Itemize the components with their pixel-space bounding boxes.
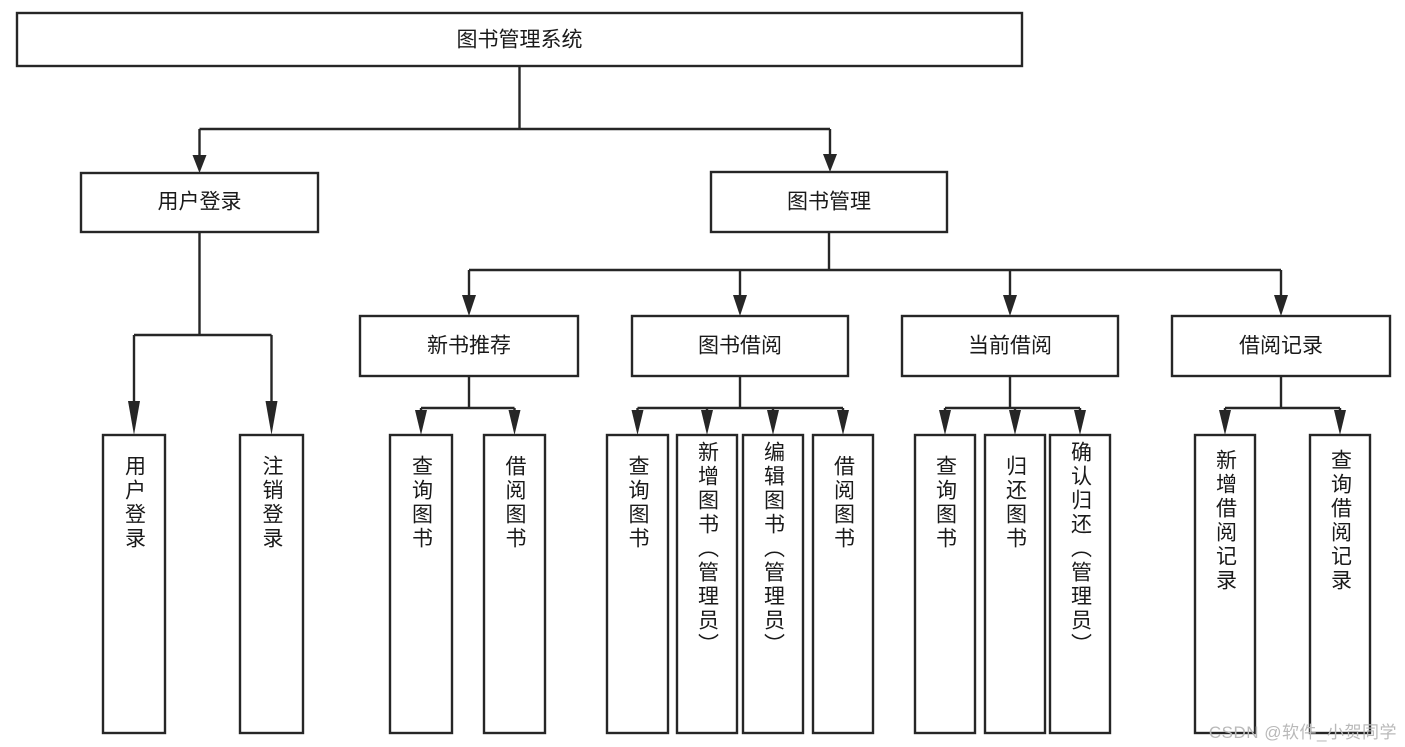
node-current-borrow-label: 当前借阅 bbox=[968, 335, 1052, 358]
node-leaf-query-book-rec-box[interactable] bbox=[388, 433, 454, 735]
arrow-head-leaf-query-book-rec bbox=[415, 410, 427, 435]
node-root-box[interactable] bbox=[15, 11, 1024, 68]
arrow-head-leaf-borrow-book-rec bbox=[508, 410, 521, 435]
node-leaf-user-login-box[interactable] bbox=[101, 433, 167, 735]
arrow-head-leaf-borrow-book bbox=[837, 410, 849, 435]
arrow-head-book-borrow bbox=[733, 295, 747, 316]
node-leaf-add-book-box[interactable] bbox=[675, 433, 739, 735]
node-user-login-box[interactable] bbox=[79, 171, 320, 234]
csdn-watermark: CSDN @软件_小贺同学 bbox=[1208, 723, 1397, 742]
arrow-head-leaf-confirm-return bbox=[1074, 410, 1086, 435]
node-leaf-query-book-bor-box[interactable] bbox=[605, 433, 670, 735]
arrow-head-leaf-add-book bbox=[701, 410, 713, 435]
node-leaf-confirm-return-box[interactable] bbox=[1048, 433, 1112, 735]
node-root-label: 图书管理系统 bbox=[457, 29, 583, 52]
node-leaf-borrow-book-box[interactable] bbox=[811, 433, 875, 735]
node-leaf-query-record-box[interactable] bbox=[1308, 433, 1372, 735]
node-book-borrow-box[interactable] bbox=[630, 314, 850, 378]
node-leaf-query-book-cur-box[interactable] bbox=[913, 433, 977, 735]
node-leaf-borrow-book-rec-box[interactable] bbox=[482, 433, 547, 735]
arrow-head-new-book-rec bbox=[462, 295, 476, 316]
node-book-borrow-label: 图书借阅 bbox=[698, 335, 782, 358]
node-leaf-edit-book-box[interactable] bbox=[741, 433, 805, 735]
node-leaf-logout-login-box[interactable] bbox=[238, 433, 305, 735]
node-book-manage-box[interactable] bbox=[709, 170, 949, 234]
arrow-head-leaf-edit-book bbox=[767, 410, 779, 435]
node-borrow-record-box[interactable] bbox=[1170, 314, 1392, 378]
arrow-head-leaf-query-book-cur bbox=[939, 410, 951, 435]
arrow-head-leaf-logout-login bbox=[265, 401, 278, 435]
node-borrow-record-label: 借阅记录 bbox=[1239, 335, 1323, 358]
node-group: 图书管理系统 用户登录 图书管理 新书推荐 图书借阅 当前借阅 借阅记录 bbox=[15, 11, 1392, 735]
node-leaf-add-record-box[interactable] bbox=[1193, 433, 1257, 735]
arrow-head-current-borrow bbox=[1003, 295, 1017, 316]
node-new-book-rec-box[interactable] bbox=[358, 314, 580, 378]
arrow-head-leaf-add-record bbox=[1219, 410, 1231, 435]
node-new-book-rec-label: 新书推荐 bbox=[427, 335, 511, 358]
node-current-borrow-box[interactable] bbox=[900, 314, 1120, 378]
node-leaf-return-book-box[interactable] bbox=[983, 433, 1047, 735]
connector-group bbox=[128, 66, 1346, 435]
node-book-manage-label: 图书管理 bbox=[787, 191, 871, 214]
arrow-head-user-login bbox=[192, 155, 207, 173]
arrow-head-book-manage bbox=[823, 154, 837, 172]
arrow-head-leaf-query-book-bor bbox=[631, 410, 644, 435]
arrow-head-leaf-return-book bbox=[1009, 410, 1021, 435]
arrow-head-leaf-query-record bbox=[1334, 410, 1346, 435]
arrow-head-leaf-user-login bbox=[128, 401, 140, 435]
arrow-head-borrow-record bbox=[1274, 295, 1288, 316]
node-user-login-label: 用户登录 bbox=[158, 191, 242, 214]
